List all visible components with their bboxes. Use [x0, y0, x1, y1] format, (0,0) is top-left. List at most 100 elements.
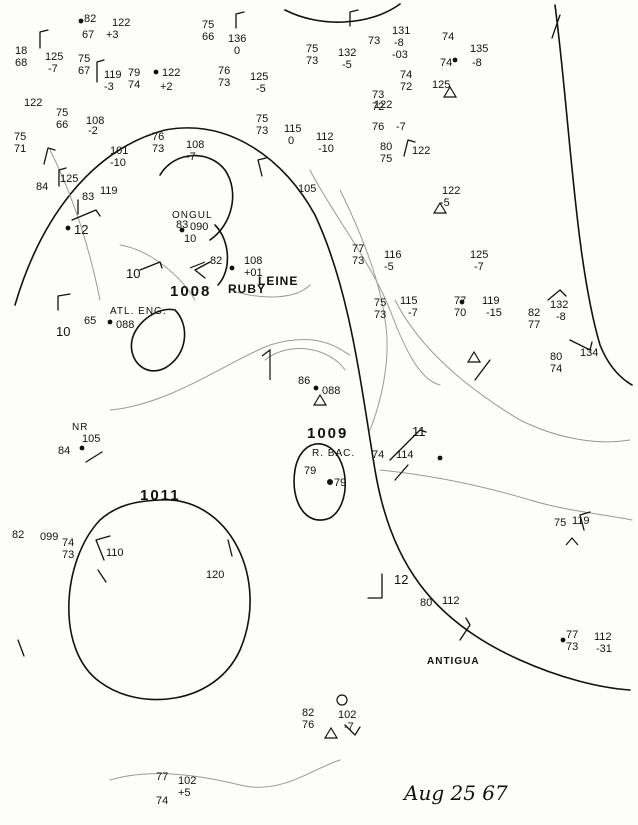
station-dot [78, 18, 84, 24]
obs-value: 77 [566, 629, 579, 641]
obs-value: 18 [15, 45, 28, 57]
obs-value: 73 [352, 255, 365, 267]
station-name-r-bac: R. BAC. [312, 448, 356, 459]
obs-value: 74 [550, 363, 563, 375]
obs-value: 76 [372, 121, 385, 133]
obs-value: 090 [190, 221, 209, 233]
obs-value: 112 [594, 631, 612, 643]
isobar-1008 [130, 308, 186, 372]
station-dot [452, 57, 458, 63]
obs-value: 10 [56, 324, 71, 339]
obs-value: 105 [298, 183, 317, 195]
obs-value: 73 [306, 55, 319, 67]
station-dot [65, 225, 71, 231]
station-dots [65, 18, 566, 643]
obs-value: 122 [442, 185, 461, 197]
obs-value: 108 [186, 139, 205, 151]
obs-value: 122 [412, 145, 431, 157]
obs-value: 108 [244, 255, 263, 267]
obs-value: 134 [580, 347, 599, 359]
station-name-nr: NR [72, 422, 89, 433]
obs-value: 122 [162, 67, 181, 79]
obs-value: -15 [486, 307, 502, 319]
obs-value: 80 [550, 351, 563, 363]
obs-value: 132 [550, 299, 569, 311]
obs-value: 10 [184, 233, 197, 245]
obs-value: 102 [338, 709, 357, 721]
station-dot [313, 385, 319, 391]
obs-value: +3 [106, 29, 119, 41]
obs-value: 75 [256, 113, 269, 125]
obs-value: 83 [176, 219, 189, 231]
obs-value: -7 [396, 121, 406, 133]
obs-value: 108 [86, 115, 105, 127]
cloud-symbol-icon [312, 393, 328, 406]
faint-isobar-10 [49, 149, 101, 301]
obs-value: 77 [352, 243, 365, 255]
obs-value: 75 [78, 53, 91, 65]
station-name-ongul: ONGUL [172, 210, 213, 221]
obs-value: 79 [334, 477, 347, 489]
obs-value: 77 [454, 295, 467, 307]
obs-value: +5 [178, 787, 191, 799]
cloud-symbol-icon [466, 350, 482, 363]
obs-value: 73 [218, 77, 231, 89]
front-line-main [14, 127, 631, 691]
obs-value: -31 [596, 643, 612, 655]
obs-value: 122 [374, 99, 393, 111]
obs-value: 131 [392, 25, 411, 37]
obs-value: -7 [186, 151, 196, 163]
obs-value: -5 [440, 197, 450, 209]
obs-value: 122 [24, 97, 43, 109]
faint-isobar-5 [229, 284, 311, 298]
obs-value: 67 [78, 65, 91, 77]
obs-value: 125 [45, 51, 64, 63]
obs-value: -8 [556, 311, 566, 323]
faint-isobar-8 [379, 469, 633, 521]
obs-value: 11 [412, 424, 426, 439]
obs-value: 75 [14, 131, 27, 143]
obs-value: 122 [112, 17, 131, 29]
obs-value: 125 [432, 79, 451, 91]
obs-value: 65 [84, 315, 97, 327]
obs-value: 77 [528, 319, 541, 331]
isobar-1009 [293, 443, 347, 521]
obs-value: 82 [84, 13, 97, 25]
cloud-symbol-icon [432, 201, 448, 214]
obs-value: 119 [100, 185, 118, 197]
faint-isobar-3 [339, 189, 388, 431]
obs-value: 79 [304, 465, 317, 477]
obs-value: -7 [344, 721, 354, 733]
obs-value: 125 [470, 249, 489, 261]
obs-value: 74 [400, 69, 413, 81]
obs-value: 67 [82, 29, 95, 41]
isobar-label-1009: 1009 [307, 425, 349, 442]
obs-value: 76 [218, 65, 231, 77]
obs-value: -10 [318, 143, 334, 155]
obs-value: 76 [302, 719, 315, 731]
obs-value: 66 [56, 119, 69, 131]
obs-value: -8 [472, 57, 482, 69]
obs-value: +2 [160, 81, 173, 93]
obs-value: -7 [48, 63, 58, 75]
obs-value: 80 [420, 597, 433, 609]
obs-value: 75 [380, 153, 393, 165]
obs-value: -8 [394, 37, 404, 49]
circle-symbol-icon [336, 694, 348, 706]
obs-value: 70 [454, 307, 467, 319]
wind-barbs [17, 9, 593, 736]
obs-value: 82 [528, 307, 541, 319]
obs-value: 80 [380, 141, 393, 153]
isobar-label-1008: 1008 [170, 283, 212, 300]
obs-value: -5 [256, 83, 266, 95]
obs-value: 82 [12, 529, 25, 541]
obs-value: 114 [396, 449, 414, 461]
station-dot [107, 319, 113, 325]
date-annotation: Aug 25 67 [404, 781, 508, 805]
obs-value: 73 [152, 143, 165, 155]
obs-value: 088 [116, 319, 135, 331]
obs-value: 83 [82, 191, 95, 203]
obs-value: 101 [110, 145, 129, 157]
obs-value: 74 [62, 537, 75, 549]
